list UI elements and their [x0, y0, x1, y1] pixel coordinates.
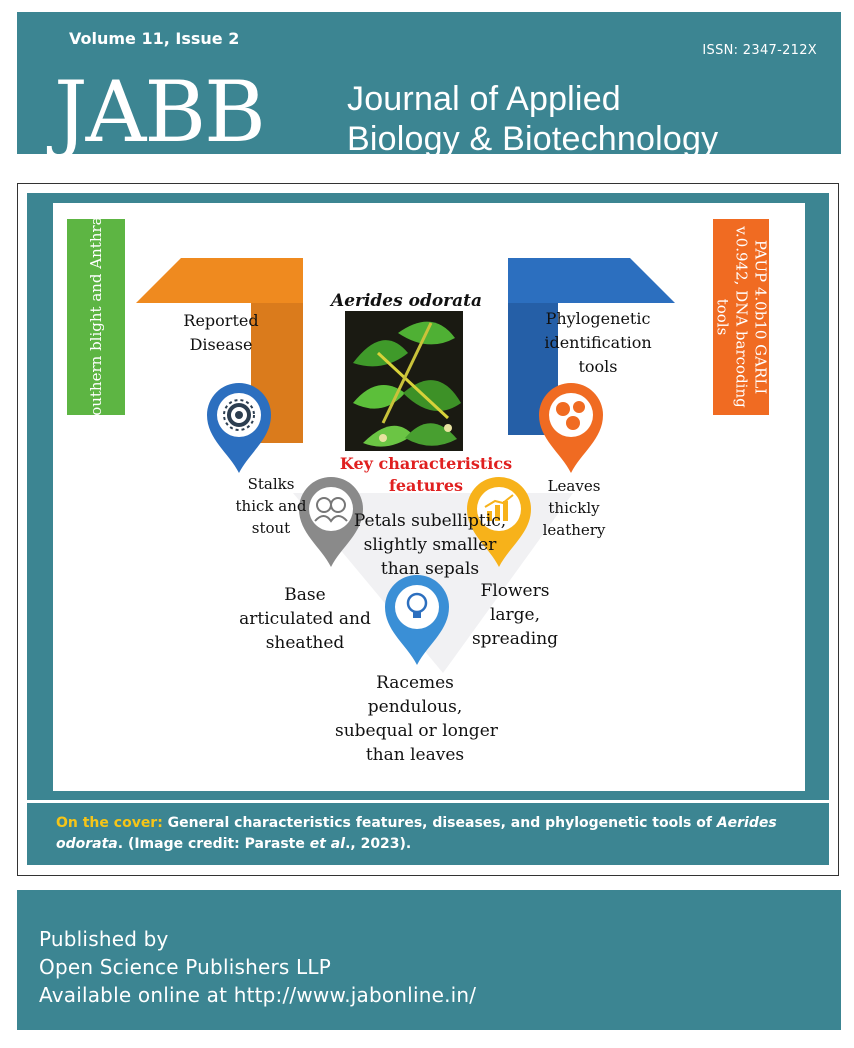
journal-name-line2: Biology & Biotechnology: [347, 120, 719, 158]
caption-label: On the cover:: [56, 815, 163, 831]
volume-issue: Volume 11, Issue 2: [69, 29, 240, 48]
leaves-label: Leaves thickly leathery: [542, 477, 606, 539]
aerides-odorata-plant-image: [345, 311, 463, 451]
cover-illustration-panel: Southern blight and Anthrax PAUP 4.0b10 …: [27, 193, 829, 800]
masthead: Volume 11, Issue 2 ISSN: 2347-212X JABB …: [17, 12, 841, 161]
caption-species: Aerides odorata: [56, 815, 777, 852]
tools-tag: PAUP 4.0b10 GARLI v.0.942, DNA barcoding…: [713, 219, 770, 415]
caption-text: On the cover: General characteristics fe…: [56, 815, 777, 852]
bar-chart-pin-icon: [467, 477, 531, 567]
published-by: Published by: [39, 927, 169, 951]
petals-label: Petals subelliptic, slightly smaller tha…: [353, 511, 507, 579]
publisher-footer: Published by Open Science Publishers LLP…: [17, 890, 841, 1030]
chat-bubbles-pin-icon: [539, 383, 603, 473]
disease-tag: Southern blight and Anthrax: [67, 208, 125, 426]
cover-caption: On the cover: General characteristics fe…: [27, 803, 829, 865]
species-title: Aerides odorata: [331, 291, 483, 311]
stalks-label: Stalks thick and stout: [235, 475, 307, 537]
people-pin-icon: [299, 477, 363, 567]
lightbulb-pin-icon: [385, 575, 449, 665]
flowers-label: Flowers large, spreading: [471, 581, 559, 649]
racemes-label: Racemes pendulous, subequal or longer th…: [335, 673, 498, 765]
gear-pin-icon: [207, 383, 271, 473]
reported-disease-label: Reported Disease: [183, 311, 259, 354]
tools-tag-text: PAUP 4.0b10 GARLI v.0.942, DNA barcoding…: [713, 226, 770, 408]
journal-logo: JABB: [54, 63, 266, 161]
base-label: Base articulated and sheathed: [239, 585, 371, 653]
publisher-name: Open Science Publishers LLP: [39, 955, 332, 979]
disease-tag-text: Southern blight and Anthrax: [87, 207, 105, 427]
phylogenetic-tools-label: Phylogenetic identification tools: [544, 309, 652, 376]
cover-illustration: Southern blight and Anthrax PAUP 4.0b10 …: [53, 203, 805, 791]
key-characteristics-label: Key characteristics features: [339, 454, 513, 495]
issn: ISSN: 2347-212X: [702, 43, 817, 58]
journal-name-line1: Journal of Applied: [347, 80, 621, 118]
online-url: Available online at http://www.jabonline…: [39, 983, 477, 1007]
